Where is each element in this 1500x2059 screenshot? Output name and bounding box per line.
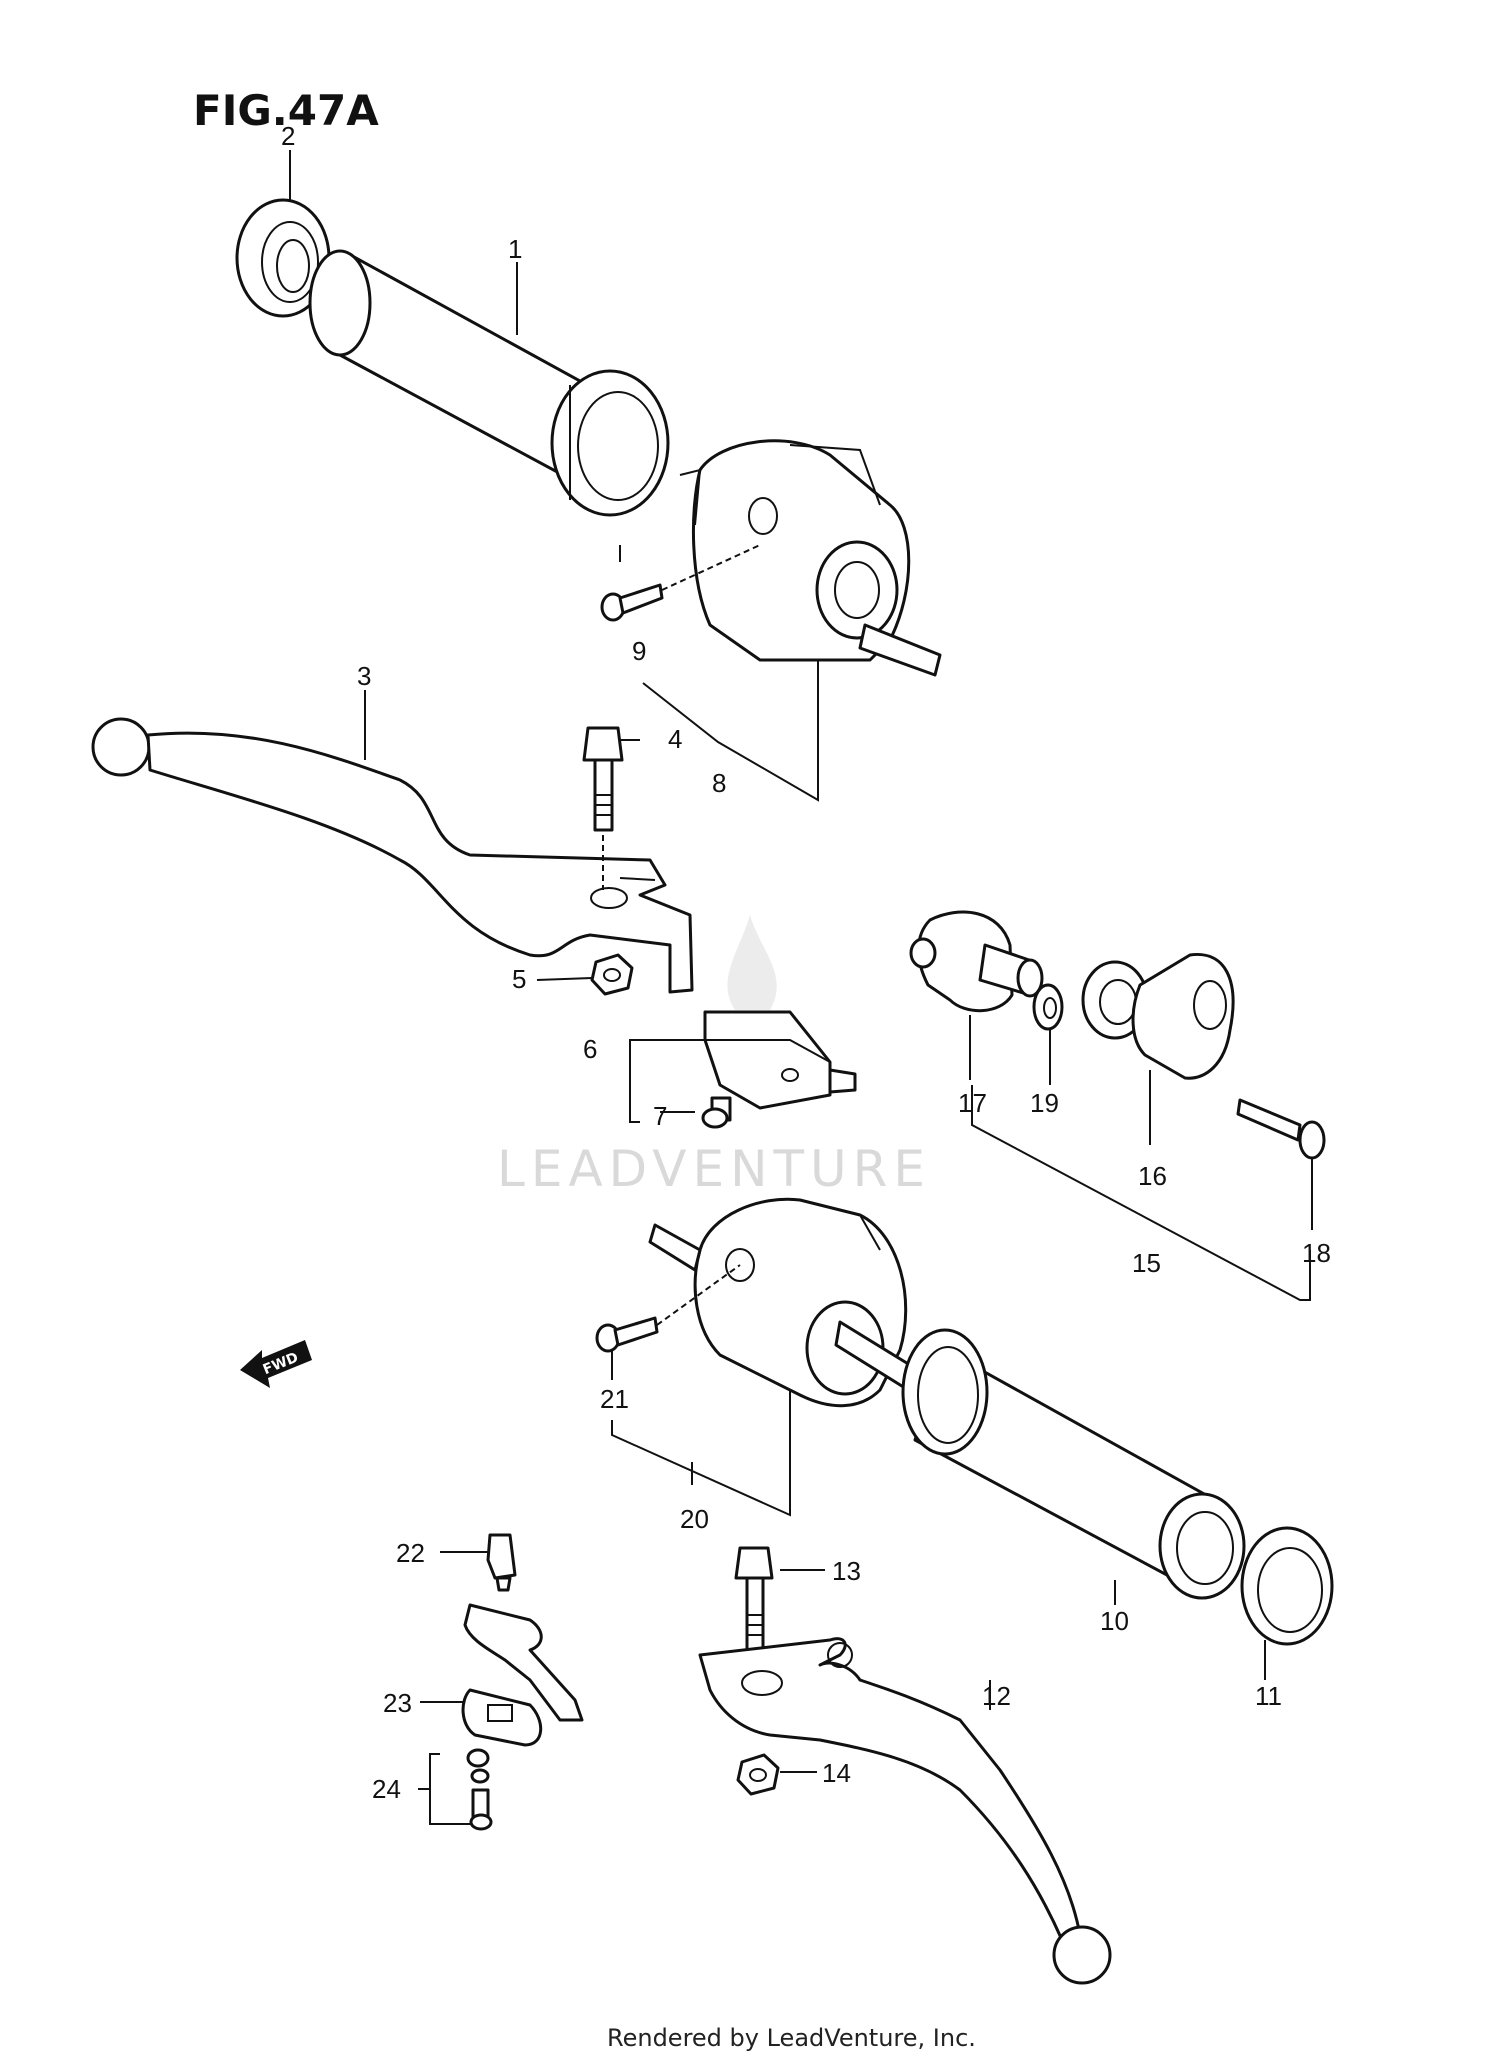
part-5-nut[interactable] — [590, 953, 634, 996]
callout-20: 20 — [680, 1504, 709, 1534]
callout-22: 22 — [396, 1538, 425, 1568]
callout-7: 7 — [653, 1101, 667, 1131]
part-1-left-grip[interactable] — [308, 249, 670, 517]
callout-9: 9 — [632, 636, 646, 666]
part-22-connector[interactable] — [486, 1533, 517, 1592]
callout-6: 6 — [583, 1034, 597, 1064]
part-23-bracket[interactable] — [461, 1603, 584, 1747]
callout-labels: 1 2 3 4 5 6 7 8 9 10 11 12 13 14 15 16 1… — [281, 121, 1331, 1804]
callout-13: 13 — [832, 1556, 861, 1586]
part-10-right-grip[interactable] — [901, 1328, 1246, 1600]
part-19-washer[interactable] — [1032, 983, 1064, 1031]
figure-title: FIG.47A — [193, 86, 379, 135]
part-21-screw[interactable] — [595, 1264, 741, 1353]
callout-18: 18 — [1302, 1238, 1331, 1268]
part-14-nut[interactable] — [736, 1753, 780, 1796]
part-17-throttle-case[interactable] — [909, 910, 1044, 1013]
part-24-screw-set[interactable] — [466, 1748, 493, 1831]
callout-17: 17 — [958, 1088, 987, 1118]
part-3-left-lever[interactable] — [91, 717, 694, 994]
callout-24: 24 — [372, 1774, 401, 1804]
part-13-pivot-bolt[interactable] — [734, 1546, 774, 1652]
part-4-pivot-bolt[interactable] — [582, 726, 624, 890]
watermark: LEADVENTURE — [497, 915, 931, 1198]
callout-3: 3 — [357, 661, 371, 691]
callout-12: 12 — [982, 1681, 1011, 1711]
part-16-throttle-cover[interactable] — [1081, 952, 1235, 1080]
part-11-grip-end-cap[interactable] — [1240, 1526, 1334, 1646]
svg-text:LEADVENTURE: LEADVENTURE — [497, 1140, 931, 1198]
callout-8: 8 — [712, 768, 726, 798]
callout-15: 15 — [1132, 1248, 1161, 1278]
fwd-arrow: FWD — [240, 1340, 312, 1388]
part-8-left-switch-housing[interactable] — [679, 439, 942, 677]
callout-16: 16 — [1138, 1161, 1167, 1191]
part-20-right-switch-housing[interactable] — [648, 1197, 912, 1408]
leader-lines — [289, 150, 1313, 1825]
callout-2: 2 — [281, 121, 295, 151]
callout-21: 21 — [600, 1384, 629, 1414]
part-12-right-lever[interactable] — [698, 1637, 1112, 1985]
part-6-lever-switch[interactable] — [703, 1010, 857, 1110]
callout-19: 19 — [1030, 1088, 1059, 1118]
callout-1: 1 — [508, 234, 522, 264]
part-7-screw[interactable] — [701, 1096, 732, 1129]
part-9-screw[interactable] — [600, 544, 761, 622]
callout-11: 11 — [1255, 1681, 1282, 1711]
callout-10: 10 — [1100, 1606, 1129, 1636]
callout-4: 4 — [668, 724, 682, 754]
part-2-grip-end-cap[interactable] — [235, 198, 331, 318]
callout-14: 14 — [822, 1758, 851, 1788]
callout-5: 5 — [512, 964, 526, 994]
footer-credit: Rendered by LeadVenture, Inc. — [607, 2024, 976, 2052]
part-18-long-screw[interactable] — [1236, 1098, 1326, 1160]
callout-23: 23 — [383, 1688, 412, 1718]
